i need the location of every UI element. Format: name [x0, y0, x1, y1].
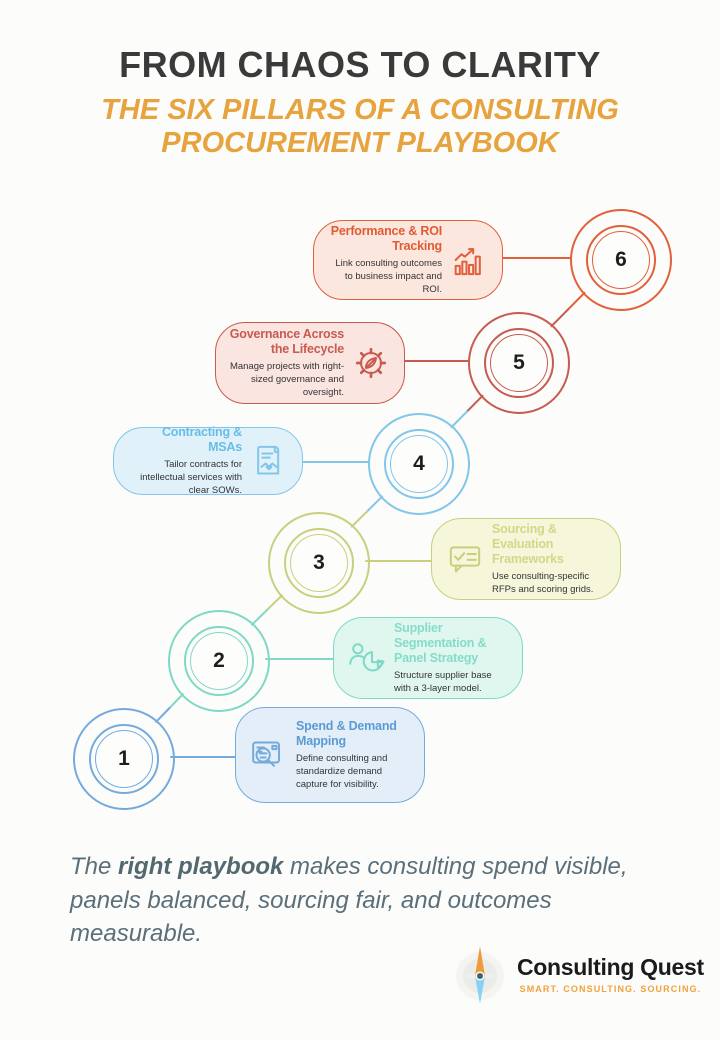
- pillar-node-3: 3: [268, 512, 370, 614]
- pillar-card-sourcing-evaluation: Sourcing & Evaluation Frameworks Use con…: [431, 518, 621, 600]
- logo-text: Consulting Quest SMART. CONSULTING. SOUR…: [517, 954, 704, 994]
- node-ring: 6: [586, 225, 656, 295]
- node-ring: 2: [190, 632, 248, 690]
- receipt-magnifier-icon: [249, 735, 289, 775]
- pillar-number: 6: [615, 248, 627, 271]
- pillar-node-6: 6: [570, 209, 672, 311]
- node-ring: 3: [290, 534, 348, 592]
- node-ring: 4: [384, 429, 454, 499]
- node-ring: 1: [89, 724, 159, 794]
- node-ring: 2: [184, 626, 254, 696]
- pillar-node-5: 5: [468, 312, 570, 414]
- pillar-number: 4: [413, 452, 425, 475]
- pillar-title: Governance Across the Lifecycle: [229, 326, 344, 357]
- pillar-description: Manage projects with right-sized governa…: [229, 361, 344, 398]
- page-subtitle: THE SIX PILLARS OF A CONSULTING PROCUREM…: [0, 94, 720, 160]
- gear-leaf-icon: [351, 343, 391, 383]
- pillar-node-4: 4: [368, 413, 470, 515]
- closing-statement: The right playbook makes consulting spen…: [70, 850, 670, 951]
- pillar-text: Contracting & MSAs Tailor contracts for …: [127, 425, 242, 497]
- subtitle-line-2: PROCUREMENT PLAYBOOK: [161, 126, 559, 159]
- consulting-quest-logo: Consulting Quest SMART. CONSULTING. SOUR…: [452, 942, 704, 1006]
- pillar-text: Sourcing & Evaluation Frameworks Use con…: [492, 522, 607, 597]
- pillar-title: Supplier Segmentation & Panel Strategy: [394, 620, 487, 666]
- pillar-number: 5: [513, 351, 525, 374]
- pillar-title: Contracting & MSAs: [161, 424, 242, 455]
- closing-prefix: The: [70, 853, 119, 880]
- pillar-node-1: 1: [73, 708, 175, 810]
- pillar-title: Spend & Demand Mapping: [296, 718, 397, 749]
- pillar-text: Spend & Demand Mapping Define consulting…: [296, 719, 411, 791]
- pillar-title: Performance & ROI Tracking: [330, 223, 442, 254]
- person-pie-chart-icon: [347, 638, 387, 678]
- node-ring: 5: [484, 328, 554, 398]
- subtitle-line-1: THE SIX PILLARS OF A CONSULTING: [101, 94, 619, 126]
- node-ring: 1: [95, 730, 153, 788]
- pillar-text: Governance Across the Lifecycle Manage p…: [229, 327, 344, 399]
- compass-icon: [456, 946, 504, 1004]
- logo-tagline: SMART. CONSULTING. SOURCING.: [519, 984, 702, 994]
- pillar-card-supplier-segmentation: Supplier Segmentation & Panel Strategy S…: [333, 617, 523, 699]
- node-ring: 4: [390, 435, 448, 493]
- header: FROM CHAOS TO CLARITY THE SIX PILLARS OF…: [0, 44, 720, 160]
- pillar-number: 3: [313, 551, 325, 574]
- pillar-text: Supplier Segmentation & Panel Strategy S…: [394, 621, 509, 696]
- pillar-node-2: 2: [168, 610, 270, 712]
- node-ring: 3: [284, 528, 354, 598]
- pillar-title: Sourcing & Evaluation Frameworks: [492, 521, 564, 567]
- node-ring: 5: [490, 334, 548, 392]
- closing-bold: right playbook: [118, 853, 284, 880]
- pillar-card-contracting-msas: Contracting & MSAs Tailor contracts for …: [113, 425, 303, 497]
- pillar-card-governance-lifecycle: Governance Across the Lifecycle Manage p…: [215, 322, 405, 404]
- pillar-description: Structure supplier base with a 3-layer m…: [394, 670, 492, 694]
- page-title: FROM CHAOS TO CLARITY: [119, 44, 601, 85]
- logo-name: Consulting Quest: [517, 954, 704, 980]
- pillar-description: Tailor contracts for intellectual servic…: [140, 459, 242, 496]
- pillar-text: Performance & ROI Tracking Link consulti…: [327, 224, 442, 296]
- pillar-description: Link consulting outcomes to business imp…: [335, 258, 442, 295]
- contract-handshake-icon: [249, 441, 289, 481]
- closing-suffix: makes consulting spend visible, panels b…: [70, 853, 628, 948]
- pillar-description: Use consulting-specific RFPs and scoring…: [492, 571, 594, 595]
- pillar-card-performance-roi: Performance & ROI Tracking Link consulti…: [313, 220, 503, 300]
- pillar-description: Define consulting and standardize demand…: [296, 753, 388, 790]
- node-ring: 6: [592, 231, 650, 289]
- pillar-number: 2: [213, 649, 225, 672]
- pillar-number: 1: [118, 747, 130, 770]
- checklist-bubble-icon: [445, 539, 485, 579]
- bar-chart-arrow-icon: [449, 240, 489, 280]
- pillar-card-spend-demand-mapping: Spend & Demand Mapping Define consulting…: [235, 707, 425, 803]
